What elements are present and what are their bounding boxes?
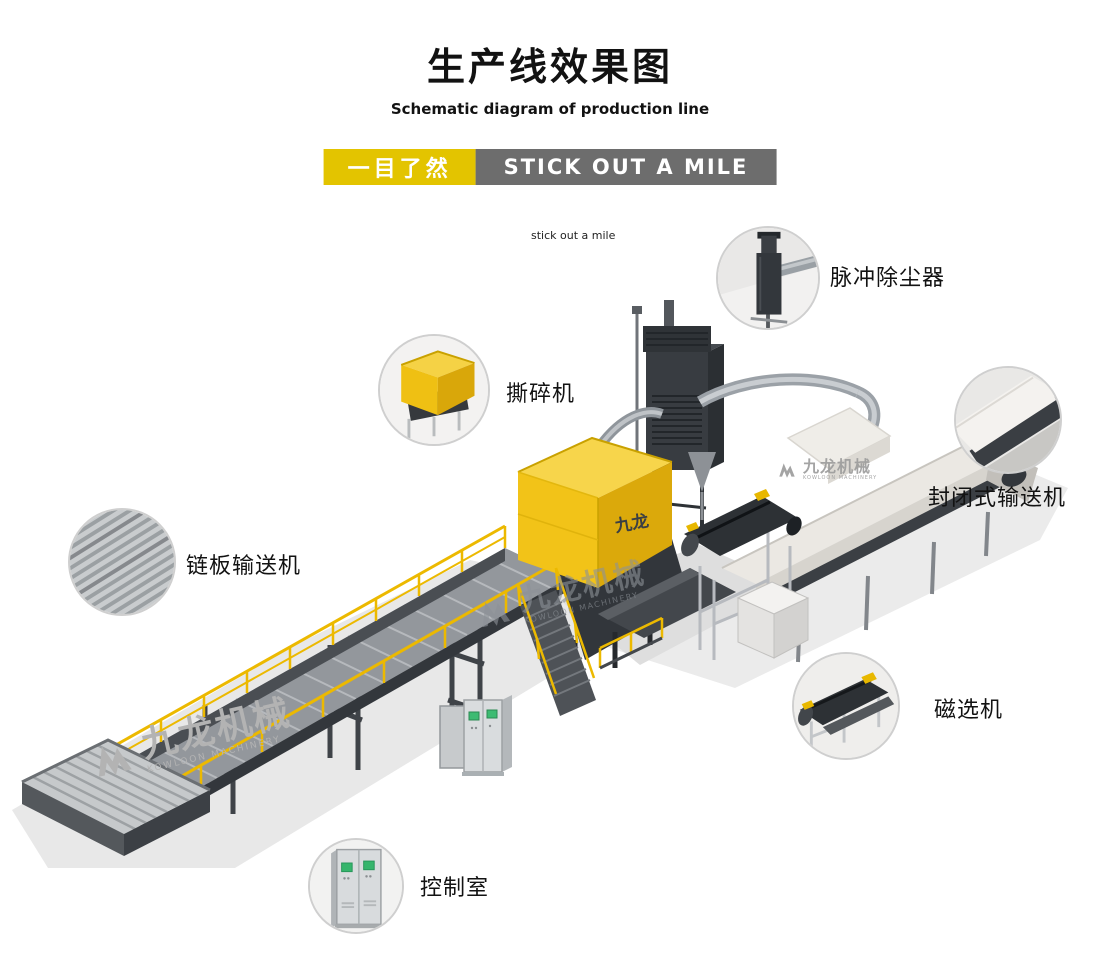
brand-logo-icon xyxy=(779,462,795,478)
chain-plate-conveyor-thumbnail xyxy=(68,508,176,616)
callout-label-magnetic-separator: 磁选机 xyxy=(934,698,1004,723)
callout-label-chain-plate-conveyor: 链板输送机 xyxy=(186,554,302,579)
dust-collector-tower xyxy=(632,300,724,528)
callout-label-shredder: 撕碎机 xyxy=(506,382,576,407)
stairs xyxy=(516,567,596,716)
magnetic-separator-thumbnail xyxy=(792,652,900,760)
banner-en-label: STICK OUT A MILE xyxy=(475,149,777,185)
enclosed-conveyor-icon xyxy=(956,368,1060,472)
control-cabinet-icon xyxy=(310,840,402,932)
chain-plate-icon xyxy=(70,510,174,614)
callout-shredder: 撕碎机 xyxy=(378,334,574,446)
shredder-feed-duct xyxy=(595,407,664,450)
brand-logo-icon xyxy=(482,601,511,628)
pulse-dust-collector-thumbnail xyxy=(716,226,820,330)
section-banner: 一目了然 STICK OUT A MILE xyxy=(323,149,777,185)
brand-watermark: 九龙机械 KOWLOON MACHINERY xyxy=(470,556,651,637)
control-room-thumbnail xyxy=(308,838,404,934)
shredder-machine: 九龙 xyxy=(517,436,690,674)
callout-label-control-room: 控制室 xyxy=(420,876,490,901)
magnetic-separator-icon xyxy=(794,654,898,758)
storage-bin xyxy=(736,581,810,659)
brand-watermark: 九龙机械 KOWLOON MACHINERY xyxy=(776,458,877,481)
dust-collector-icon xyxy=(718,228,818,328)
callout-enclosed-conveyor: 封闭式输送机 xyxy=(928,366,1065,511)
page-subtitle: Schematic diagram of production line xyxy=(390,100,710,118)
callout-control-room: 控制室 xyxy=(308,838,488,934)
banner-cn-label: 一目了然 xyxy=(323,149,476,185)
enclosed-conveyor xyxy=(721,407,1038,663)
callout-magnetic-separator: 磁选机 xyxy=(792,652,1002,760)
tagline-text: stick out a mile xyxy=(531,229,616,242)
page-title: 生产线效果图 xyxy=(426,45,673,89)
callout-pulse-dust-collector: 脉冲除尘器 xyxy=(716,226,944,330)
shredder-icon xyxy=(380,336,488,444)
callout-chain-plate-conveyor: 链板输送机 xyxy=(68,508,300,616)
callout-label-enclosed-conveyor: 封闭式输送机 xyxy=(928,486,1067,511)
enclosed-conveyor-thumbnail xyxy=(954,366,1062,474)
brand-watermark: 九龙机械 KOWLOON MACHINERY xyxy=(83,692,297,788)
brand-watermark-en: KOWLOON MACHINERY xyxy=(803,474,878,481)
platform-railing xyxy=(598,616,664,670)
shredder-thumbnail xyxy=(378,334,490,446)
brand-logo-icon xyxy=(98,746,132,777)
brand-watermark-cn: 九龙机械 xyxy=(803,457,872,476)
control-cabinets xyxy=(439,695,512,776)
callout-label-pulse-dust-collector: 脉冲除尘器 xyxy=(830,266,946,291)
